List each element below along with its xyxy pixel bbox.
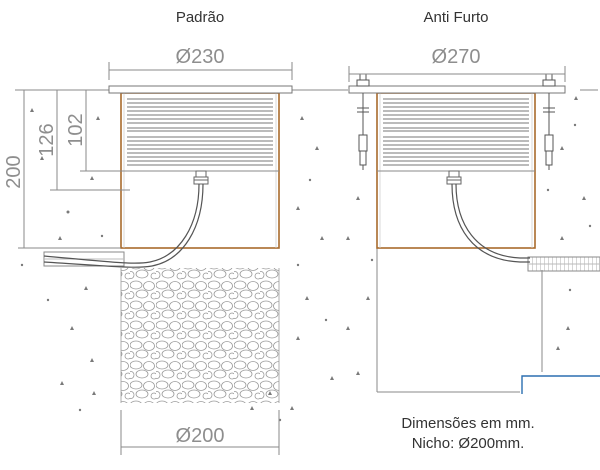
dim-line-200-bottom bbox=[120, 410, 280, 455]
dim-label-200: 200 bbox=[3, 155, 25, 188]
anchor-bolt-right bbox=[542, 73, 556, 170]
left-luminaire bbox=[43, 85, 293, 403]
dim-lines-heights bbox=[18, 90, 130, 249]
niche-walls-right bbox=[376, 248, 543, 393]
note-dimensions: Dimensões em mm. bbox=[401, 415, 534, 432]
flange-right bbox=[348, 85, 566, 94]
title-anti-furto: Anti Furto bbox=[423, 9, 488, 26]
note-niche: Nicho: Ø200mm. bbox=[412, 435, 525, 452]
cable-gland-left bbox=[193, 170, 209, 185]
dim-line-230 bbox=[108, 62, 293, 80]
heatsink-fins-right bbox=[383, 98, 529, 166]
conduit-threaded-right bbox=[527, 256, 600, 272]
gravel-bed bbox=[121, 268, 279, 403]
dim-label-102: 102 bbox=[65, 113, 87, 146]
anchor-bolt-left bbox=[356, 73, 370, 170]
cable-gland-right bbox=[446, 170, 462, 185]
junction-box-right bbox=[521, 375, 600, 394]
soil-speckles bbox=[20, 96, 592, 422]
cable-left bbox=[43, 183, 200, 264]
dim-line-270 bbox=[348, 66, 566, 82]
dim-label-270: Ø270 bbox=[432, 46, 481, 68]
flange-left bbox=[108, 85, 293, 94]
heatsink-fins-left bbox=[127, 98, 273, 166]
dim-label-230: Ø230 bbox=[176, 46, 225, 68]
dim-label-bottom-200: Ø200 bbox=[176, 425, 225, 447]
dim-label-126: 126 bbox=[36, 123, 58, 156]
cable-right bbox=[451, 183, 530, 263]
right-luminaire bbox=[348, 73, 600, 394]
title-padrao: Padrão bbox=[176, 9, 224, 26]
conduit-pipe-left bbox=[43, 251, 125, 267]
